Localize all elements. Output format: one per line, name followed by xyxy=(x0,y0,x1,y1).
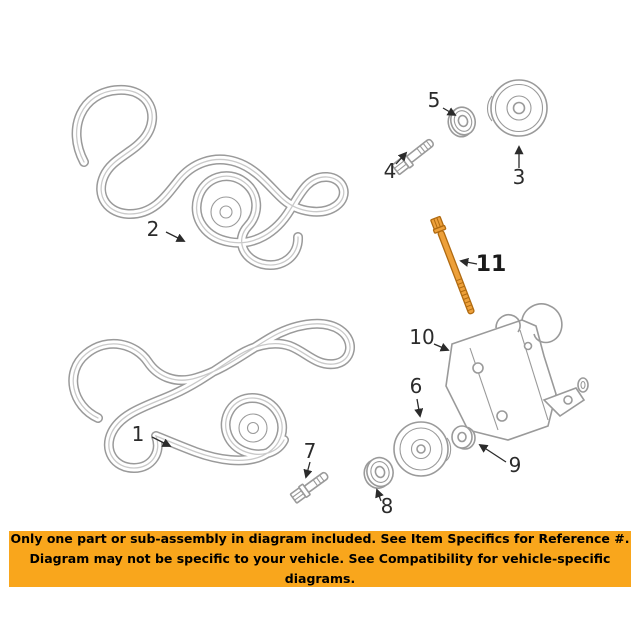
bolt-small-bottom xyxy=(289,471,329,504)
washer-8-mid xyxy=(370,461,390,483)
bracket-bushing xyxy=(577,377,589,393)
bolt-4-head xyxy=(391,157,410,176)
belt-1-pulley-hub xyxy=(246,421,260,435)
callout-6-arrow xyxy=(414,398,424,418)
callout-9-arrow xyxy=(478,444,507,463)
pulley-3-rim xyxy=(494,83,544,133)
washer-9-bore xyxy=(457,431,467,443)
callout-2-arrow xyxy=(165,231,186,242)
bracket-hole-3 xyxy=(523,341,533,351)
callout-8-arrow xyxy=(375,488,384,502)
bolt-4-threads xyxy=(416,140,432,155)
callout-2: 2 xyxy=(147,217,160,241)
bolt-7-head-facets xyxy=(292,490,304,501)
idler-pulley-bottom xyxy=(393,421,452,477)
serpentine-belt-upper xyxy=(71,84,349,270)
bracket-hook-large xyxy=(521,303,563,344)
belt-2-pulley-hub xyxy=(219,205,233,219)
callout-11: 11 xyxy=(476,252,507,277)
washer-8-bore xyxy=(374,465,386,479)
callout-numbers: 1 2 3 4 5 6 7 8 9 10 11 xyxy=(132,88,526,518)
long-bolt-highlighted xyxy=(430,215,475,315)
callout-1-arrow xyxy=(151,436,172,447)
callout-4-arrow xyxy=(395,151,408,165)
washer-small-right xyxy=(451,425,476,450)
callout-leaders xyxy=(151,107,524,502)
pulley-3-hub xyxy=(506,95,532,121)
pulley-6-thickness-edge xyxy=(445,437,452,462)
callout-3: 3 xyxy=(513,165,526,189)
callout-10: 10 xyxy=(409,325,434,349)
bracket-hole-2 xyxy=(496,410,508,422)
washer-top xyxy=(447,106,477,138)
bracket-hook-small xyxy=(495,313,521,333)
bracket-hole-1 xyxy=(472,362,484,374)
pulley-6-rim xyxy=(399,427,443,471)
pulley-3-thickness-edge xyxy=(486,95,493,122)
pulley-6-hub xyxy=(410,438,432,460)
washer-5-mid xyxy=(453,110,473,132)
mounting-bracket xyxy=(445,303,589,441)
bolt-11-threads xyxy=(456,278,474,312)
callout-8: 8 xyxy=(381,494,394,518)
bracket-bushing-bore xyxy=(580,380,586,390)
callout-7-arrow xyxy=(303,461,313,479)
callout-6: 6 xyxy=(410,374,423,398)
callout-10-arrow xyxy=(433,342,450,352)
disclaimer-banner: Only one part or sub-assembly in diagram… xyxy=(9,531,631,587)
disclaimer-line-1: Only one part or sub-assembly in diagram… xyxy=(10,531,630,546)
belt-2-rib xyxy=(75,89,345,266)
callout-7: 7 xyxy=(304,439,317,463)
pulley-3-bore xyxy=(512,101,526,115)
bolt-7-threads xyxy=(313,475,325,486)
washer-5-bore xyxy=(457,114,469,128)
bracket-foot-hole xyxy=(563,395,573,405)
idler-pulley-top xyxy=(486,79,548,137)
belt-2-pulley-outline xyxy=(210,196,242,228)
bolt-11-head-facets xyxy=(433,217,441,229)
callout-1: 1 xyxy=(132,422,145,446)
bolt-4-head-facets xyxy=(394,160,407,172)
callout-5: 5 xyxy=(428,88,441,112)
belt-1-rib xyxy=(72,323,351,469)
bolt-7-head xyxy=(289,487,307,504)
belt-1-pulley-outline xyxy=(238,413,268,443)
callout-11-arrow xyxy=(459,257,478,267)
bracket-bend-line-left xyxy=(469,347,499,431)
disclaimer-line-2: Diagram may not be specific to your vehi… xyxy=(29,551,611,586)
callout-4: 4 xyxy=(384,159,397,183)
serpentine-belt-lower xyxy=(68,318,355,473)
diagram-svg: 1 2 3 4 5 6 7 8 9 10 11 xyxy=(68,79,589,518)
callout-9: 9 xyxy=(509,453,522,477)
callout-5-arrow xyxy=(442,107,457,116)
pulley-6-bore xyxy=(416,444,426,454)
bolt-small-top xyxy=(391,138,434,176)
bracket-plate xyxy=(445,319,557,441)
washer-bottom xyxy=(363,456,394,489)
